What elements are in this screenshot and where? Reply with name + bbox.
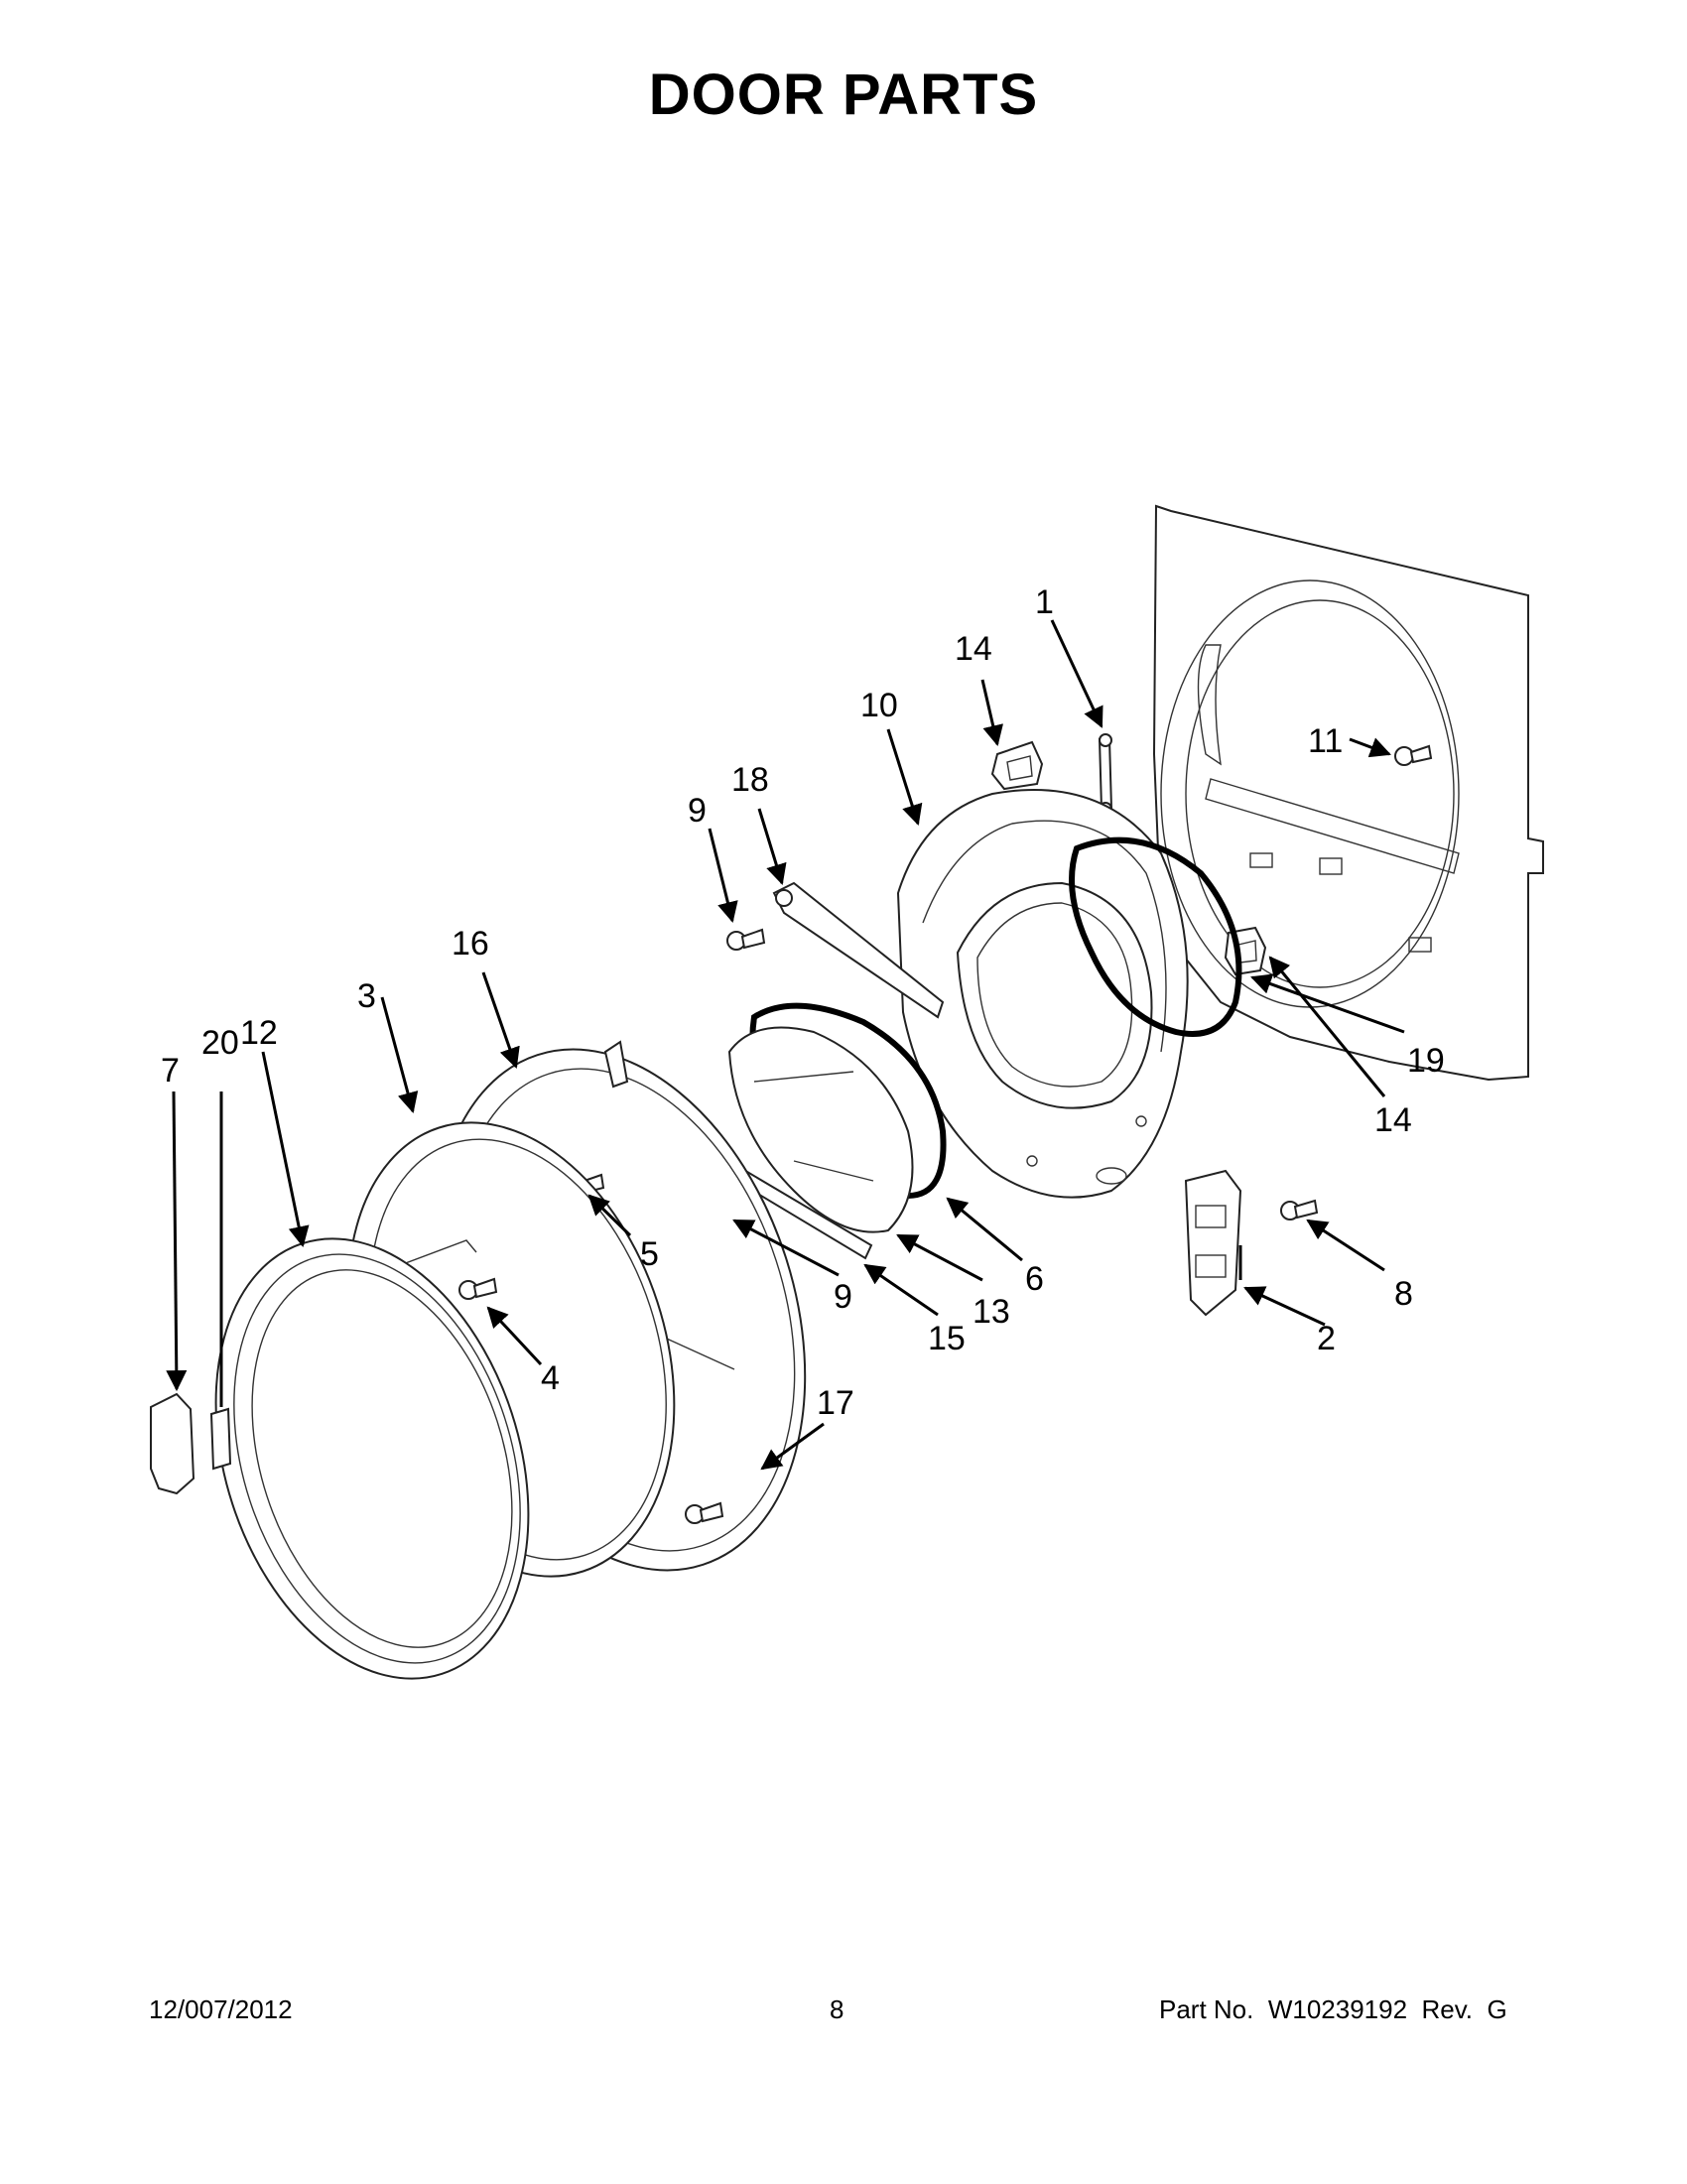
leader-5 <box>587 1194 632 1237</box>
callout-14-lower: 14 <box>1374 1101 1412 1139</box>
leader-12 <box>261 1051 310 1248</box>
leader-8 <box>1306 1219 1385 1272</box>
screw-9-upper-part <box>726 928 766 951</box>
door-strike-upper-part <box>990 740 1044 791</box>
callout-6: 6 <box>1025 1260 1044 1298</box>
callout-8: 8 <box>1394 1275 1413 1313</box>
footer-date: 12/007/2012 <box>149 1994 293 2024</box>
callout-7: 7 <box>161 1052 180 1090</box>
leader-13 <box>896 1233 983 1282</box>
callout-2: 2 <box>1317 1320 1336 1357</box>
callout-11: 11 <box>1308 722 1343 760</box>
callout-20: 20 <box>201 1024 239 1062</box>
callout-17: 17 <box>817 1384 854 1422</box>
leader-16 <box>481 971 520 1069</box>
callout-5: 5 <box>640 1235 659 1273</box>
page-title: DOOR PARTS <box>648 63 1039 127</box>
leader-10 <box>886 728 923 827</box>
leader-4 <box>486 1306 543 1366</box>
leader-14-lower <box>1268 956 1386 1097</box>
callout-16: 16 <box>452 925 489 963</box>
leader-2-arrow <box>1243 1286 1326 1327</box>
footer-page-number: 8 <box>830 1994 844 2024</box>
door-handle-part <box>150 1392 195 1495</box>
hinge-pin-part <box>1098 733 1113 816</box>
callout-1: 1 <box>1035 583 1054 621</box>
hinge-part <box>1184 1169 1242 1317</box>
door-glass-part <box>727 1026 914 1233</box>
leader-15 <box>863 1263 939 1317</box>
dryer-front-panel <box>1152 504 1544 1082</box>
leader-9-lower <box>732 1219 840 1277</box>
callout-10: 10 <box>860 687 898 724</box>
hinge-arm-part <box>772 881 945 1019</box>
callout-9-lower: 9 <box>834 1278 852 1316</box>
callout-4: 4 <box>541 1359 560 1397</box>
screw-11-part <box>1394 744 1433 766</box>
screw-4-part <box>458 1277 498 1300</box>
callout-18: 18 <box>731 761 769 799</box>
screw-8-part <box>1280 1199 1319 1220</box>
leader-3 <box>380 996 419 1114</box>
callout-12: 12 <box>240 1014 278 1052</box>
gasket-19-part <box>1069 836 1242 1037</box>
footer-part-number: Part No. W10239192 Rev. G <box>1159 1994 1507 2024</box>
leader-6 <box>946 1197 1023 1262</box>
leader-17 <box>760 1422 825 1471</box>
leader-1 <box>1050 619 1103 728</box>
leader-9-upper <box>708 828 738 924</box>
leader-11 <box>1349 737 1391 758</box>
callout-9-upper: 9 <box>688 792 707 830</box>
callout-14-upper: 14 <box>955 630 992 668</box>
callout-15: 15 <box>928 1320 966 1357</box>
leader-14-upper <box>980 679 1003 747</box>
callout-13: 13 <box>973 1293 1010 1331</box>
screw-17-part <box>685 1501 724 1524</box>
callout-19: 19 <box>1407 1042 1445 1080</box>
leader-18 <box>757 808 787 886</box>
inner-door-panel-part <box>896 789 1189 1199</box>
leader-7 <box>166 1091 188 1392</box>
callout-3: 3 <box>357 977 376 1015</box>
label-part <box>209 1407 232 1471</box>
leader-19 <box>1250 973 1405 1034</box>
